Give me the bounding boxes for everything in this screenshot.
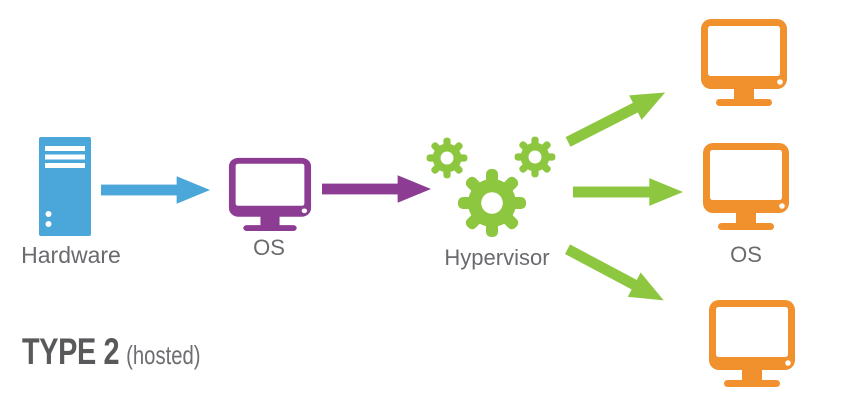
server-icon [39, 137, 91, 236]
diagram-title: TYPE 2 (hosted) [22, 331, 201, 373]
arrow-up-right-icon [561, 80, 672, 155]
gears-icon [426, 136, 556, 237]
arrow-down-right-icon [560, 237, 671, 313]
arrow-right-icon [573, 178, 684, 206]
guest-os-label: OS [730, 242, 762, 267]
diagram-title-main: TYPE 2 [22, 331, 120, 372]
hypervisor-label: Hypervisor [444, 245, 550, 270]
host-os-label: OS [253, 235, 285, 260]
monitor-icon [228, 157, 312, 231]
arrow-right-icon [101, 176, 211, 204]
arrow-right-icon [322, 175, 432, 203]
monitor-icon [701, 19, 787, 106]
monitor-icon [709, 300, 795, 387]
diagram-title-qualifier: (hosted) [126, 340, 201, 370]
hardware-label: Hardware [21, 242, 121, 268]
monitor-icon [703, 143, 789, 230]
